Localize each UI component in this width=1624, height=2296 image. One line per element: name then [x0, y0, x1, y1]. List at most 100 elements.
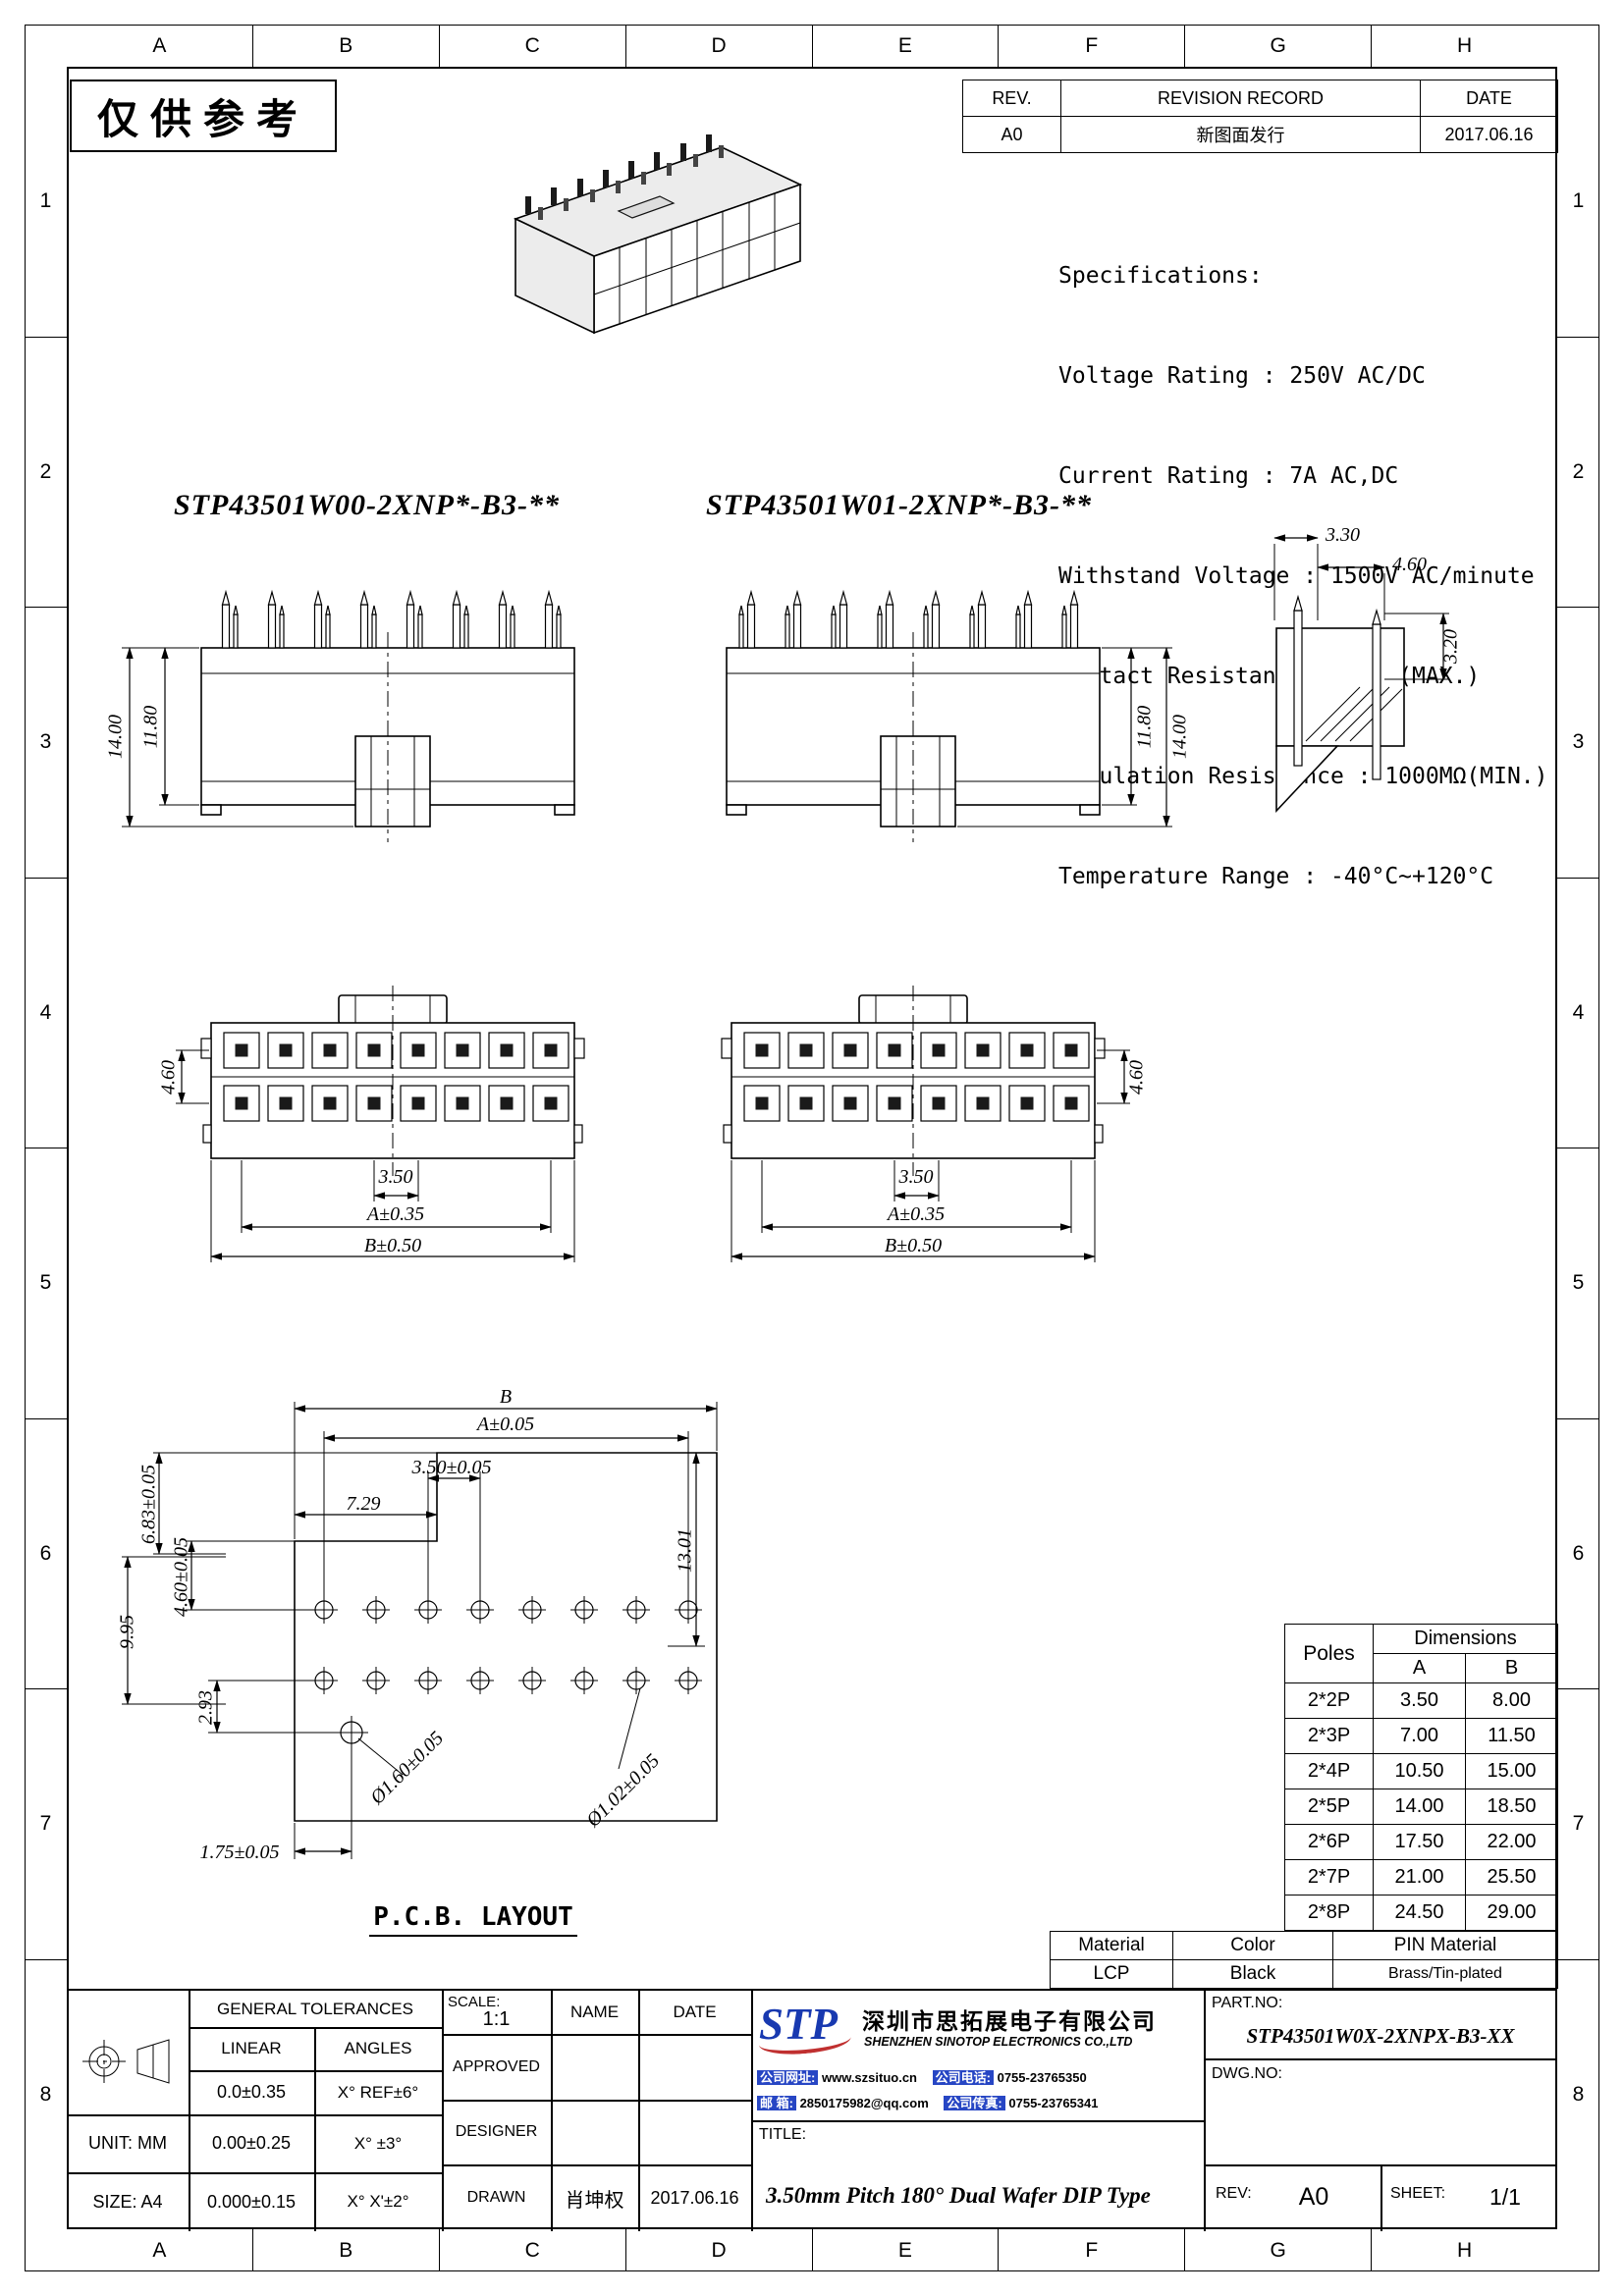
table-row: 2*7P 21.00 25.50	[1284, 1859, 1558, 1896]
dim-label: B±0.50	[884, 1235, 943, 1256]
grid-number: 4	[25, 877, 67, 1148]
grid-letter: B	[251, 2229, 439, 2271]
dim-label: 4.60	[157, 1060, 180, 1095]
grid-letter: D	[624, 2229, 812, 2271]
fax-label: 公司传真:	[944, 2096, 1005, 2110]
table-row: 2*8P 24.50 29.00	[1284, 1895, 1558, 1931]
col-b-header: B	[1465, 1653, 1558, 1683]
dim-label: 4.60±0.05	[170, 1537, 192, 1617]
dim-label: 3.30	[1326, 524, 1360, 546]
grid-letter: G	[1184, 2229, 1371, 2271]
grid-number: 5	[1557, 1148, 1599, 1418]
sheet-label: SHEET:	[1390, 2185, 1446, 2202]
drawn-date: 2017.06.16	[650, 2187, 739, 2208]
rev-value: A0	[962, 116, 1061, 153]
material-header: Material	[1050, 1931, 1173, 1960]
part-no-label: PART.NO:	[1212, 1995, 1283, 2011]
dim-label: 7.29	[346, 1493, 381, 1515]
angle-tolerance: X° ±3°	[353, 2133, 403, 2153]
grid-letter: A	[152, 2238, 167, 2262]
table-row: 2*3P 7.00 11.50	[1284, 1718, 1558, 1754]
table-row: Material Color PIN Material	[1050, 1931, 1558, 1960]
dim-a-cell: 14.00	[1373, 1789, 1466, 1825]
revision-table: REV. REVISION RECORD DATE A0 新图面发行 2017.…	[962, 80, 1558, 153]
table-row: REV. REVISION RECORD DATE	[962, 80, 1558, 117]
poles-cell: 2*6P	[1284, 1824, 1374, 1860]
dim-b-cell: 11.50	[1465, 1718, 1558, 1754]
projection-symbol-icon	[82, 2039, 170, 2084]
dim-b-cell: 25.50	[1465, 1859, 1558, 1896]
grid-letter: E	[811, 25, 999, 67]
dim-label: 4.60	[1392, 554, 1427, 575]
date-header: DATE	[1420, 80, 1558, 117]
grid-letter: H	[1371, 25, 1557, 67]
part-label-right: STP43501W01-2XNP*-B3-**	[706, 489, 1092, 521]
title-block: UNIT: MM SIZE: A4 GENERAL TOLERANCES LIN…	[67, 1989, 1557, 2231]
drawn-label: DRAWN	[466, 2189, 526, 2206]
dimensions-header: Dimensions	[1373, 1624, 1558, 1654]
grid-letter: A	[152, 33, 167, 57]
company-name-en: SHENZHEN SINOTOP ELECTRONICS CO.,LTD	[864, 2035, 1133, 2049]
grid-letter: E	[811, 2229, 999, 2271]
grid-number: 8	[25, 1958, 67, 2230]
poles-header: Poles	[1284, 1624, 1374, 1683]
grid-number: 2	[25, 336, 67, 608]
grid-letter: C	[438, 25, 625, 67]
spec-line: Temperature Range : -40°C~+120°C	[1058, 864, 1494, 889]
angle-tolerance: X° X'±2°	[347, 2192, 409, 2211]
size-label: SIZE: A4	[92, 2191, 163, 2212]
rev-value: A0	[1298, 2182, 1329, 2211]
record-value: 新图面发行	[1060, 116, 1421, 153]
col-a-header: A	[1373, 1653, 1466, 1683]
scale-label: SCALE:	[448, 1994, 501, 2010]
grid-letter: D	[624, 25, 812, 67]
dim-label: 3.50	[898, 1166, 934, 1188]
dim-label: 14.00	[104, 715, 127, 759]
grid-letter: B	[251, 25, 439, 67]
grid-letter: F	[998, 25, 1184, 67]
dim-label: 3.50±0.05	[411, 1457, 492, 1478]
linear-tolerance: 0.0±0.35	[217, 2082, 286, 2102]
dim-label: 2.93	[194, 1690, 217, 1725]
linear-tolerance: 0.00±0.25	[212, 2133, 291, 2153]
spec-line: Voltage Rating : 250V AC/DC	[1058, 363, 1426, 389]
color-header: Color	[1172, 1931, 1333, 1960]
title-label: TITLE:	[759, 2126, 807, 2143]
dim-label: 3.50	[378, 1166, 413, 1188]
angle-tolerance: X° REF±6°	[337, 2082, 419, 2102]
material-value: LCP	[1050, 1959, 1173, 1989]
table-row: A B	[1285, 1653, 1558, 1683]
company-contact-line: 公司网址: www.szsituo.cn 公司电话: 0755-23765350	[757, 2067, 1099, 2086]
dim-label: 6.83±0.05	[137, 1465, 160, 1544]
dim-b-cell: 22.00	[1465, 1824, 1558, 1860]
dim-b-cell: 15.00	[1465, 1753, 1558, 1789]
grid-number: 7	[1557, 1688, 1599, 1959]
dim-b-cell: 18.50	[1465, 1789, 1558, 1825]
grid-number: 4	[1557, 877, 1599, 1148]
grid-number: 2	[1557, 336, 1599, 608]
dim-b-cell: 29.00	[1465, 1895, 1558, 1931]
grid-number: 7	[25, 1688, 67, 1959]
drawn-name: 肖坤权	[565, 2189, 624, 2212]
dim-label: A±0.35	[887, 1203, 946, 1225]
phone-label: 公司电话:	[932, 2070, 994, 2085]
grid-letter: F	[998, 2229, 1184, 2271]
poles-dimensions-table: Poles Dimensions A B 2*2P 3.50 8.00 2*3P…	[1284, 1624, 1558, 1931]
dim-label: 3.20	[1439, 629, 1462, 664]
grid-ruler-right: 1 2 3 4 5 6 7 8	[1557, 67, 1599, 2229]
grid-number: 3	[1557, 607, 1599, 878]
record-header: REVISION RECORD	[1060, 80, 1421, 117]
dim-label: A±0.05	[476, 1414, 535, 1435]
material-table: Material Color PIN Material LCP Black Br…	[1050, 1931, 1558, 1989]
specs-title: Specifications:	[1058, 263, 1263, 289]
stp-logo-text: STP	[759, 2000, 839, 2049]
part-no-value: STP43501W0X-2XNPX-B3-XX	[1246, 2023, 1515, 2048]
grid-letter: C	[438, 2229, 625, 2271]
fax-value: 0755-23765341	[1008, 2096, 1099, 2110]
dim-label: 4.60	[1125, 1060, 1148, 1095]
approved-label: APPROVED	[453, 2057, 540, 2075]
linear-tolerance: 0.000±0.15	[207, 2191, 296, 2212]
table-row: Poles Dimensions	[1284, 1624, 1558, 1683]
inner-border	[67, 67, 1557, 2229]
